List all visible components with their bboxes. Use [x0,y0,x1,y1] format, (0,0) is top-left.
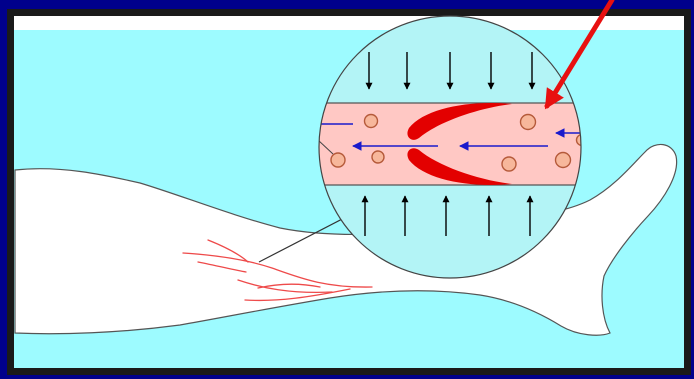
blood-cell [556,153,571,168]
blood-cell [372,151,384,163]
blood-cell [502,157,516,171]
panel-top-strip [14,16,684,30]
blood-cell [331,153,345,167]
blood-cell [521,115,536,130]
blood-cell [365,115,378,128]
